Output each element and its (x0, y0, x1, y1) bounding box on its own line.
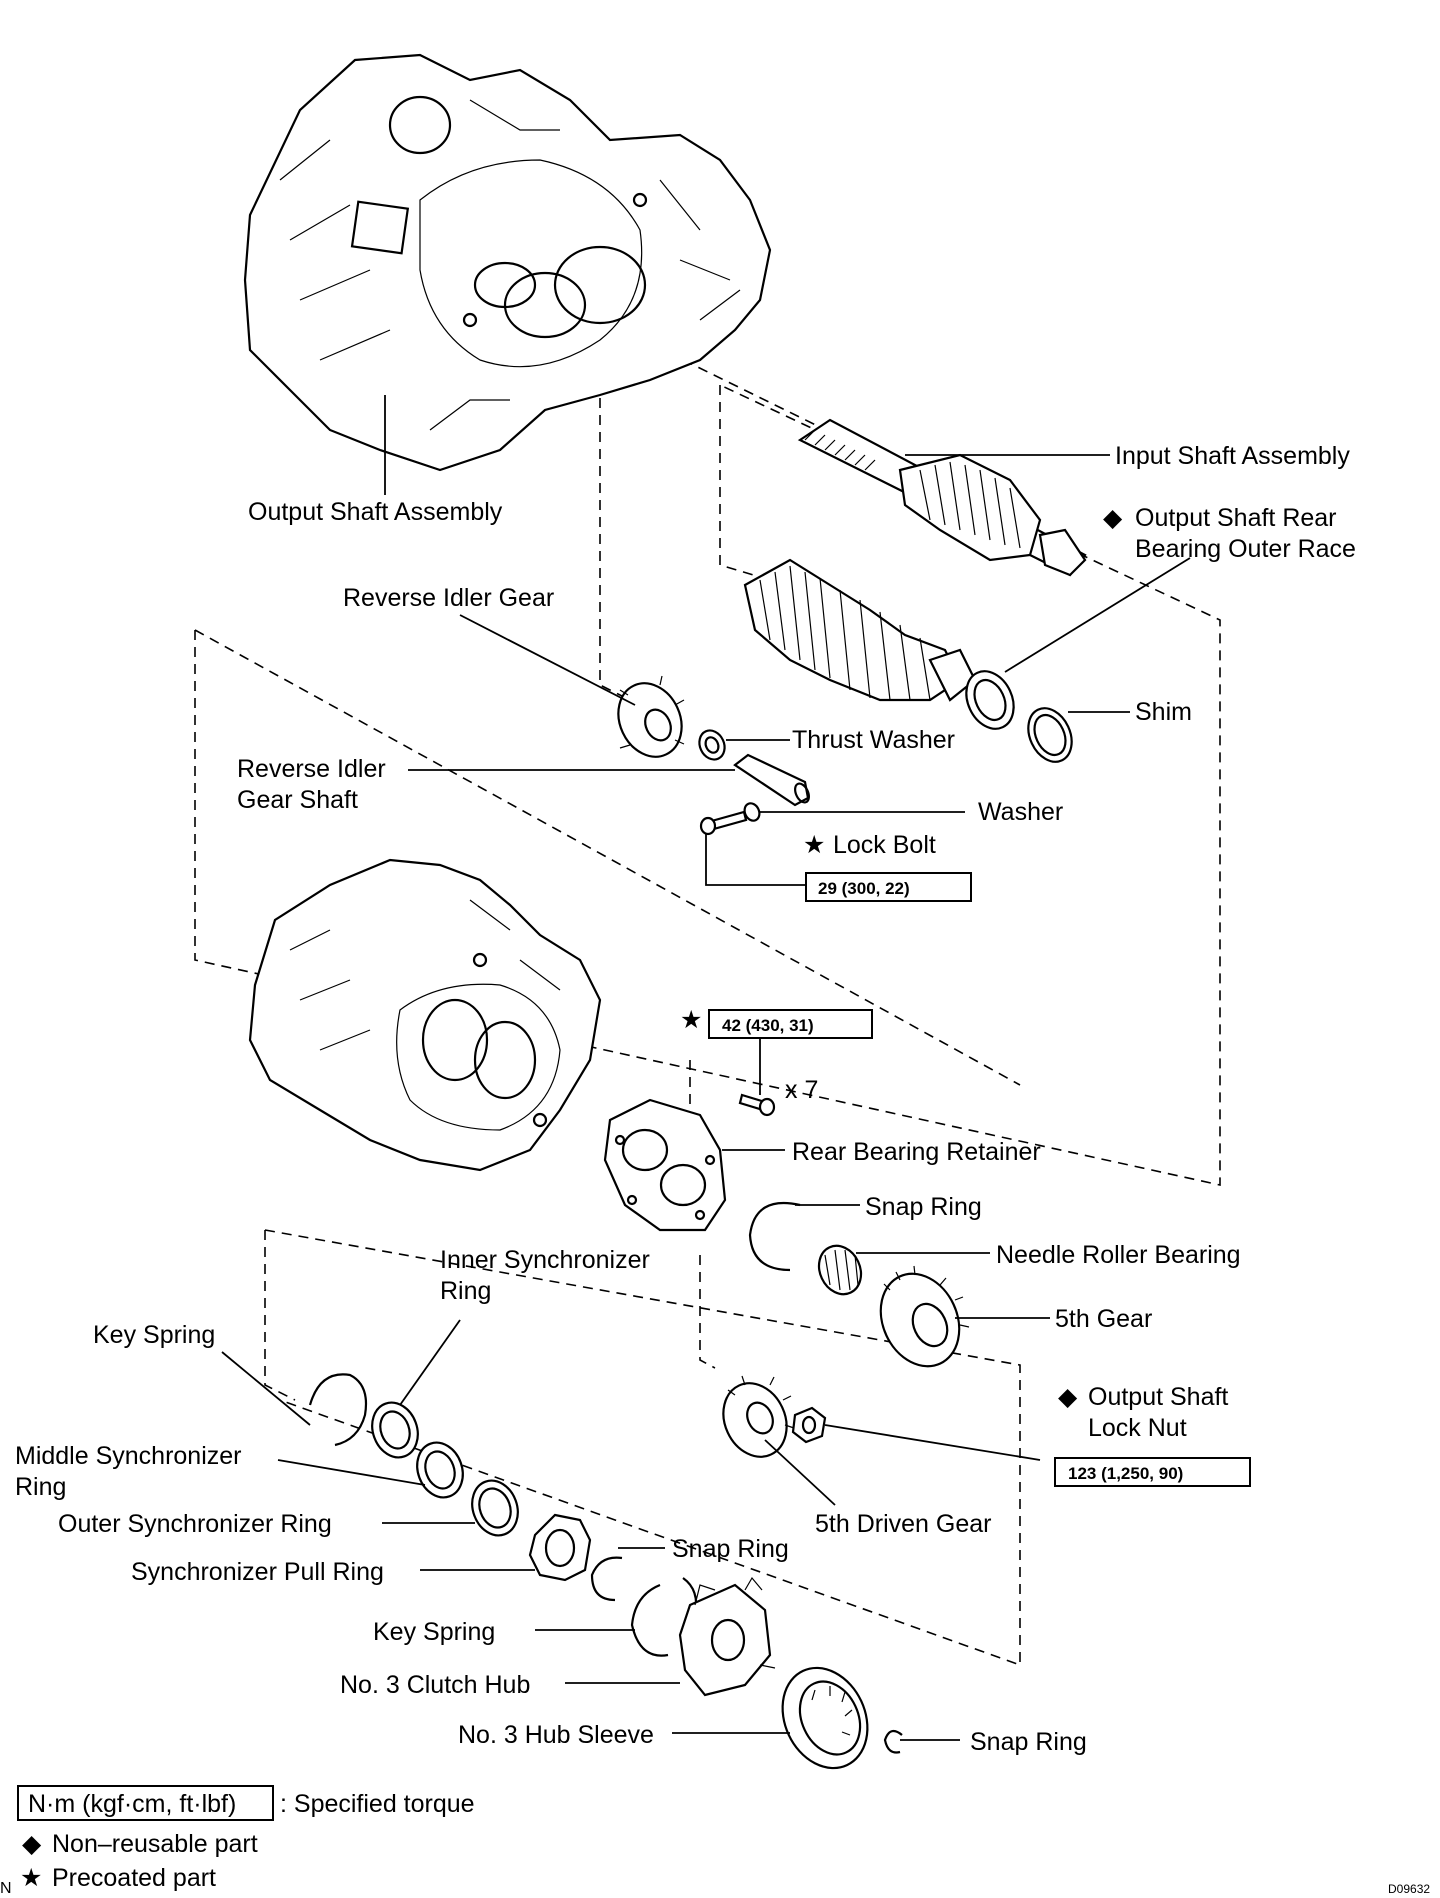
inner-synchronizer-ring-illustration (371, 1401, 419, 1459)
fifth-gear-illustration (879, 1265, 970, 1368)
label-synchronizer-pull-ring: Synchronizer Pull Ring (131, 1558, 384, 1586)
torque-value-retainer-bolts: 42 (430, 31) (722, 1016, 814, 1035)
label-lock-bolt: Lock Bolt (833, 831, 936, 859)
label-reverse-idler-gear-shaft-line2: Gear Shaft (237, 786, 358, 814)
needle-roller-bearing-illustration (817, 1244, 863, 1296)
label-middle-synchronizer-ring-line2: Ring (15, 1473, 66, 1501)
label-key-spring-upper: Key Spring (93, 1321, 215, 1349)
rear-bearing-retainer-illustration (603, 1098, 727, 1232)
reverse-idler-gear-illustration (617, 675, 685, 758)
reverse-idler-gear-leader (459, 614, 636, 706)
input-shaft-assembly-illustration (797, 418, 1087, 577)
snap-ring-upper-illustration (748, 1201, 801, 1272)
legend-torque-unit: N·m (kgf·cm, ft·lbf) (28, 1790, 236, 1818)
label-reverse-idler-gear-shaft-line1: Reverse Idler (237, 755, 386, 783)
torque-value-lock-bolt: 29 (300, 22) (818, 879, 910, 898)
label-fifth-gear: 5th Gear (1055, 1305, 1152, 1333)
precoated-mark-retainer-bolts: ★ (680, 1006, 702, 1034)
non-reusable-mark-lock-nut: ◆ (1058, 1383, 1078, 1411)
legend-non-reusable-symbol: ◆ (22, 1830, 42, 1858)
legend-torque-box (17, 1785, 274, 1821)
label-reverse-idler-gear: Reverse Idler Gear (343, 584, 554, 612)
inner-synchronizer-ring-leader (399, 1319, 461, 1406)
label-snap-ring-upper: Snap Ring (865, 1193, 982, 1221)
label-output-shaft-lock-nut-line1: Output Shaft (1088, 1383, 1228, 1411)
thrust-washer-illustration (698, 729, 726, 761)
precoated-mark-lock-bolt: ★ (803, 831, 825, 859)
no3-hub-sleeve-illustration (781, 1666, 869, 1770)
label-middle-synchronizer-ring-line1: Middle Synchronizer (15, 1442, 242, 1470)
transmission-case-illustration (248, 858, 602, 1172)
label-output-shaft-rear-bearing-outer-race-line2: Bearing Outer Race (1135, 535, 1356, 563)
lock-bolt-illustration (699, 810, 748, 836)
outer-synchronizer-ring-illustration (471, 1479, 519, 1537)
legend-corner-mark: N (0, 1880, 12, 1897)
label-outer-synchronizer-ring: Outer Synchronizer Ring (58, 1510, 332, 1538)
output-shaft-gear-cluster-illustration (743, 558, 977, 702)
label-output-shaft-assembly: Output Shaft Assembly (248, 498, 503, 526)
label-times-seven: x 7 (785, 1076, 818, 1104)
label-snap-ring-lower: Snap Ring (970, 1728, 1087, 1756)
label-inner-synchronizer-ring-line2: Ring (440, 1277, 491, 1305)
label-no3-hub-sleeve: No. 3 Hub Sleeve (458, 1721, 654, 1749)
middle-synchronizer-ring-illustration (416, 1441, 464, 1499)
lock-bolt-leader (705, 834, 805, 886)
label-rear-bearing-retainer: Rear Bearing Retainer (792, 1138, 1041, 1166)
no3-clutch-hub-illustration (678, 1576, 776, 1697)
output-shaft-rear-bearing-outer-race-leader (1004, 557, 1191, 673)
label-fifth-driven-gear: 5th Driven Gear (815, 1510, 991, 1538)
label-thrust-washer: Thrust Washer (792, 726, 955, 754)
fifth-driven-gear-illustration (722, 1375, 795, 1458)
output-shaft-lock-nut-leader (824, 1424, 1041, 1461)
legend-non-reusable-text: Non–reusable part (52, 1830, 258, 1858)
reverse-idler-gear-shaft-illustration (733, 753, 810, 807)
figure-code: D09632 (1388, 1882, 1430, 1896)
label-output-shaft-rear-bearing-outer-race-line1: Output Shaft Rear (1135, 504, 1337, 532)
key-spring-upper-illustration (308, 1373, 368, 1447)
torque-value-lock-nut: 123 (1,250, 90) (1068, 1464, 1183, 1483)
snap-ring-lower-illustration (883, 1729, 903, 1754)
torque-box-lock-bolt (805, 872, 972, 902)
legend: N·m (kgf·cm, ft·lbf) : Specified torque … (0, 1785, 475, 1897)
legend-precoated-symbol: ★ (20, 1864, 42, 1892)
torque-box-lock-nut (1054, 1457, 1251, 1487)
key-spring-upper-leader (221, 1351, 311, 1426)
torque-box-retainer-bolts (708, 1009, 873, 1039)
output-shaft-lock-nut-illustration (791, 1406, 827, 1444)
synchronizer-pull-ring-illustration (528, 1513, 592, 1582)
label-no3-clutch-hub: No. 3 Clutch Hub (340, 1671, 530, 1699)
label-key-spring-lower: Key Spring (373, 1618, 495, 1646)
snap-ring-middle-illustration (590, 1556, 623, 1602)
label-input-shaft-assembly: Input Shaft Assembly (1115, 442, 1350, 470)
shim-illustration (1027, 707, 1073, 763)
bearing-outer-race-illustration (965, 670, 1015, 730)
label-washer: Washer (978, 798, 1063, 826)
middle-synchronizer-ring-leader (277, 1459, 426, 1486)
legend-torque-desc: : Specified torque (280, 1790, 475, 1818)
label-shim: Shim (1135, 698, 1192, 726)
legend-precoated-text: Precoated part (52, 1864, 216, 1892)
non-reusable-mark-bearing-race: ◆ (1103, 504, 1123, 532)
label-snap-ring-middle: Snap Ring (672, 1535, 789, 1563)
retainer-bolt-illustration (738, 1093, 776, 1117)
label-output-shaft-lock-nut-line2: Lock Nut (1088, 1414, 1187, 1442)
label-needle-roller-bearing: Needle Roller Bearing (996, 1241, 1241, 1269)
label-inner-synchronizer-ring-line1: Inner Synchronizer (440, 1246, 650, 1274)
transaxle-case-illustration (243, 53, 772, 472)
fifth-driven-gear-leader (764, 1439, 836, 1506)
